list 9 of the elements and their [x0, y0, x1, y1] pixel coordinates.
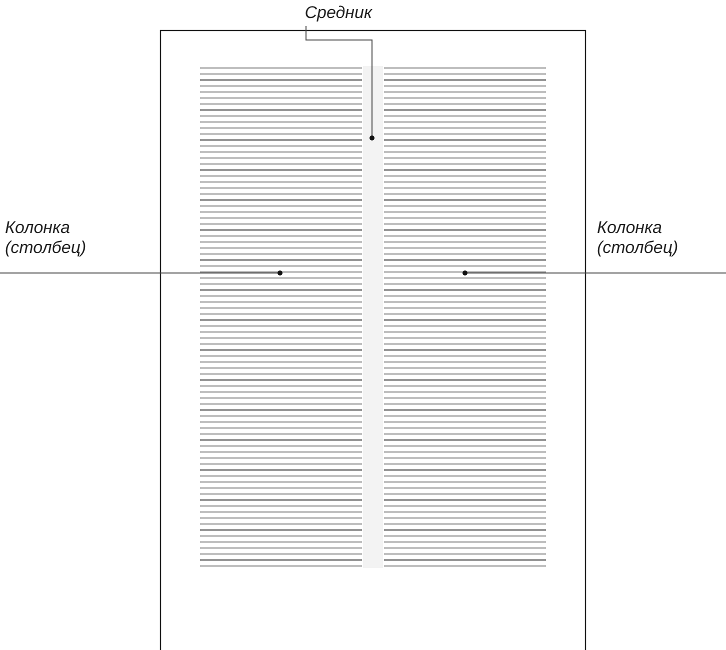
leader-line: [0, 270, 282, 276]
text-column-drawing: [200, 66, 362, 568]
callout-label: Средник: [242, 3, 372, 25]
leader-line: [462, 270, 726, 276]
callout-label: Колонка (столбец): [0, 218, 95, 273]
text-column-drawing: [384, 66, 546, 568]
leader-line: [306, 26, 374, 140]
gutter-strip: [363, 66, 383, 568]
callout-label: Колонка (столбец): [597, 218, 726, 273]
